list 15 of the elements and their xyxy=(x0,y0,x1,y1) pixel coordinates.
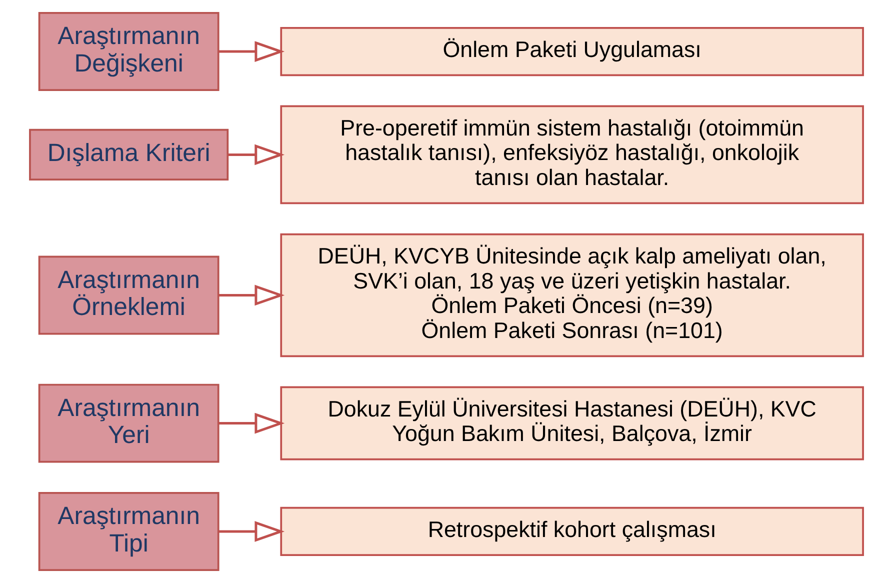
node-box: Araştırmanın Tipi xyxy=(38,492,220,571)
node-box: Araştırmanın Örneklemi xyxy=(38,256,220,335)
arrow xyxy=(218,284,285,306)
node-box: Dokuz Eylül Üniversitesi Hastanesi (DEÜH), KVC Yoğun Bakım Ünitesi, Balçova, İzmir xyxy=(280,386,864,460)
node-box: Önlem Paketi Uygulaması xyxy=(280,26,864,76)
node-box: DEÜH, KVCYB Ünitesinde açık kalp ameliyatı olan, SVK’i olan, 18 yaş ve üzeri yetişkin hastalar. Önlem Paketi Öncesi (n=39) Önlem Paketi Sonrası (n=101) xyxy=(280,233,864,358)
node-box: Araştırmanın Değişkeni xyxy=(38,12,220,91)
node-box: Retrospektif kohort çalışması xyxy=(280,506,864,556)
arrow xyxy=(218,412,285,434)
arrow xyxy=(218,521,285,542)
node-box: Araştırmanın Yeri xyxy=(38,384,220,463)
node-box: Dışlama Kriteri xyxy=(29,128,229,181)
arrow xyxy=(218,41,285,62)
arrow xyxy=(228,144,285,166)
node-box: Pre-operetif immün sistem hastalığı (otoimmün hastalık tanısı), enfeksiyöz hastalığı, onkolojik tanısı olan hastalar. xyxy=(280,105,864,204)
